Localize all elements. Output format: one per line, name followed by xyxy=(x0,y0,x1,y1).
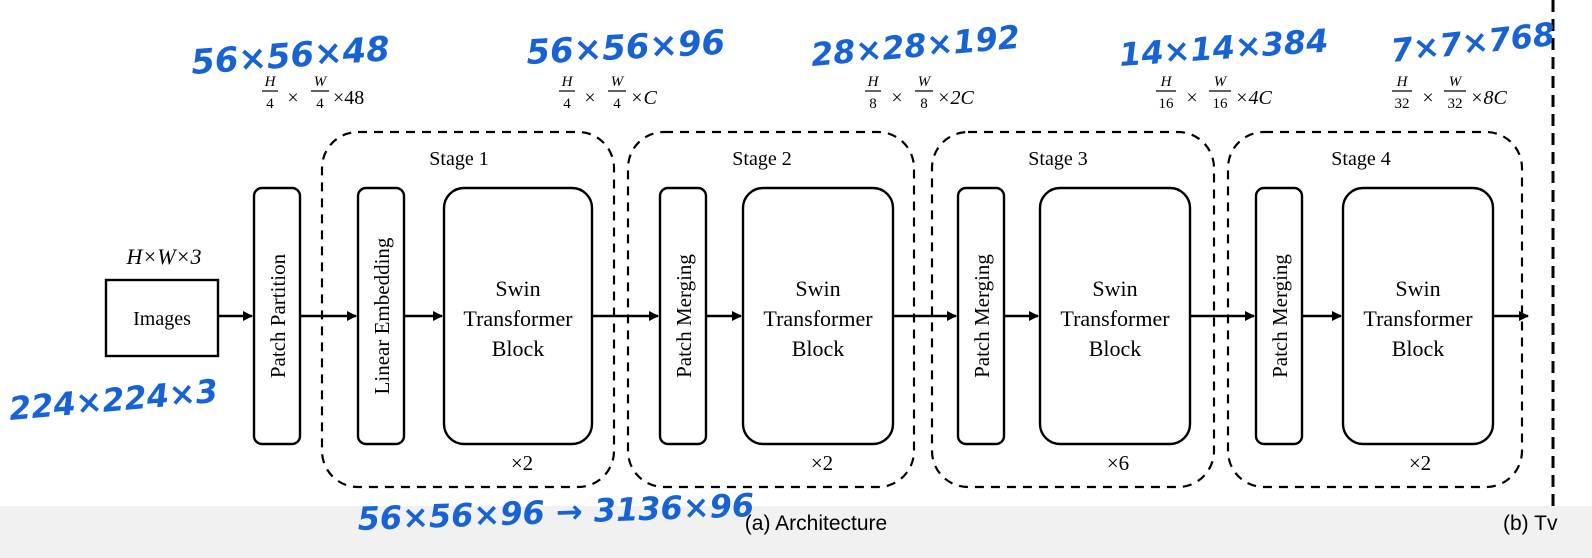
swin-label-line: Swin xyxy=(495,276,540,301)
stage-4-container xyxy=(1226,130,1524,489)
frac-num: W xyxy=(1214,74,1228,90)
dim-label-1: H 4 × W 4 ×C xyxy=(559,74,657,112)
linear-embedding-label: Linear Embedding xyxy=(370,237,394,394)
dim-label-2: H 8 × W 8 ×2C xyxy=(865,74,974,112)
handwritten-note: 56×56×96 xyxy=(525,23,726,73)
stage-3-repeat: ×6 xyxy=(1107,451,1129,475)
frac-den: 16 xyxy=(1159,96,1175,112)
handwritten-note: 14×14×384 xyxy=(1118,21,1330,74)
frac-den: 16 xyxy=(1213,96,1229,112)
frac-num: H xyxy=(1160,74,1173,90)
swin-label-stage-1: Swin Transformer Block xyxy=(463,276,573,361)
swin-label-stage-3: Swin Transformer Block xyxy=(1060,276,1170,361)
caption-tv: (b) Tv xyxy=(1503,512,1558,535)
stage-4-repeat: ×2 xyxy=(1409,451,1431,475)
patch-partition-label: Patch Partition xyxy=(266,253,290,378)
swin-label-line: Transformer xyxy=(763,306,873,331)
swin-label-line: Transformer xyxy=(463,306,573,331)
swin-label-line: Swin xyxy=(1395,276,1440,301)
patch-merging-label-stage-2: Patch Merging xyxy=(672,254,696,378)
dim-tail: ×4C xyxy=(1235,87,1272,109)
swin-label-line: Block xyxy=(1392,336,1445,361)
swin-label-line: Transformer xyxy=(1060,306,1170,331)
patch-merging-label-stage-3: Patch Merging xyxy=(970,254,994,378)
dim-tail: ×8C xyxy=(1470,87,1507,109)
caption-architecture: (a) Architecture xyxy=(745,512,887,535)
frac-num: W xyxy=(918,74,932,90)
times-sign: × xyxy=(1422,87,1433,109)
patch-merging-label-stage-4: Patch Merging xyxy=(1268,254,1292,378)
stage-1-title: Stage 1 xyxy=(429,148,488,170)
images-box xyxy=(104,278,220,358)
stage-3-container xyxy=(930,130,1216,489)
frac-num: H xyxy=(867,74,880,90)
dim-tail: ×C xyxy=(630,87,657,109)
stage-4-title: Stage 4 xyxy=(1331,148,1390,170)
handwritten-note: 224×224×3 xyxy=(7,372,219,428)
swin-label-line: Block xyxy=(792,336,845,361)
dim-label-0: H 4 × W 4 ×48 xyxy=(262,74,364,112)
frac-num: H xyxy=(1396,74,1409,90)
swin-label-line: Swin xyxy=(795,276,840,301)
dim-tail: ×48 xyxy=(333,87,364,109)
swin-label-stage-2: Swin Transformer Block xyxy=(763,276,873,361)
dim-label-4: H 32 × W 32 ×8C xyxy=(1392,74,1507,112)
times-sign: × xyxy=(287,87,298,109)
swin-label-line: Block xyxy=(492,336,545,361)
frac-den: 32 xyxy=(1448,96,1463,112)
stage-2-title: Stage 2 xyxy=(732,148,791,170)
times-sign: × xyxy=(891,87,902,109)
stage-1-repeat: ×2 xyxy=(511,451,533,475)
frac-den: 8 xyxy=(920,96,928,112)
caption-band xyxy=(0,506,1592,558)
frac-num: H xyxy=(264,74,277,90)
input-dims-label: H×W×3 xyxy=(126,244,202,269)
swin-label-stage-4: Swin Transformer Block xyxy=(1363,276,1473,361)
times-sign: × xyxy=(1186,87,1197,109)
handwritten-note: 56×56×48 xyxy=(190,29,391,83)
frac-den: 4 xyxy=(266,96,274,112)
times-sign: × xyxy=(584,87,595,109)
handwritten-note: 28×28×192 xyxy=(809,18,1021,74)
dim-tail: ×2C xyxy=(937,87,974,109)
frac-den: 32 xyxy=(1395,96,1410,112)
swin-label-line: Block xyxy=(1089,336,1142,361)
frac-num: H xyxy=(561,74,574,90)
frac-num: W xyxy=(1449,74,1463,90)
stage-2-repeat: ×2 xyxy=(811,451,833,475)
images-label: Images xyxy=(133,308,191,330)
swin-label-line: Swin xyxy=(1092,276,1137,301)
frac-num: W xyxy=(611,74,625,90)
stage-1-container xyxy=(320,130,616,489)
frac-den: 4 xyxy=(613,96,621,112)
stage-3-title: Stage 3 xyxy=(1028,148,1087,170)
frac-num: W xyxy=(314,74,328,90)
frac-den: 8 xyxy=(869,96,877,112)
handwritten-note: 7×7×768 xyxy=(1389,15,1557,70)
frac-den: 4 xyxy=(316,96,324,112)
frac-den: 4 xyxy=(563,96,571,112)
swin-label-line: Transformer xyxy=(1363,306,1473,331)
dim-label-3: H 16 × W 16 ×4C xyxy=(1156,74,1272,112)
handwritten-note: 56×56×96 → 3136×96 xyxy=(357,486,755,538)
